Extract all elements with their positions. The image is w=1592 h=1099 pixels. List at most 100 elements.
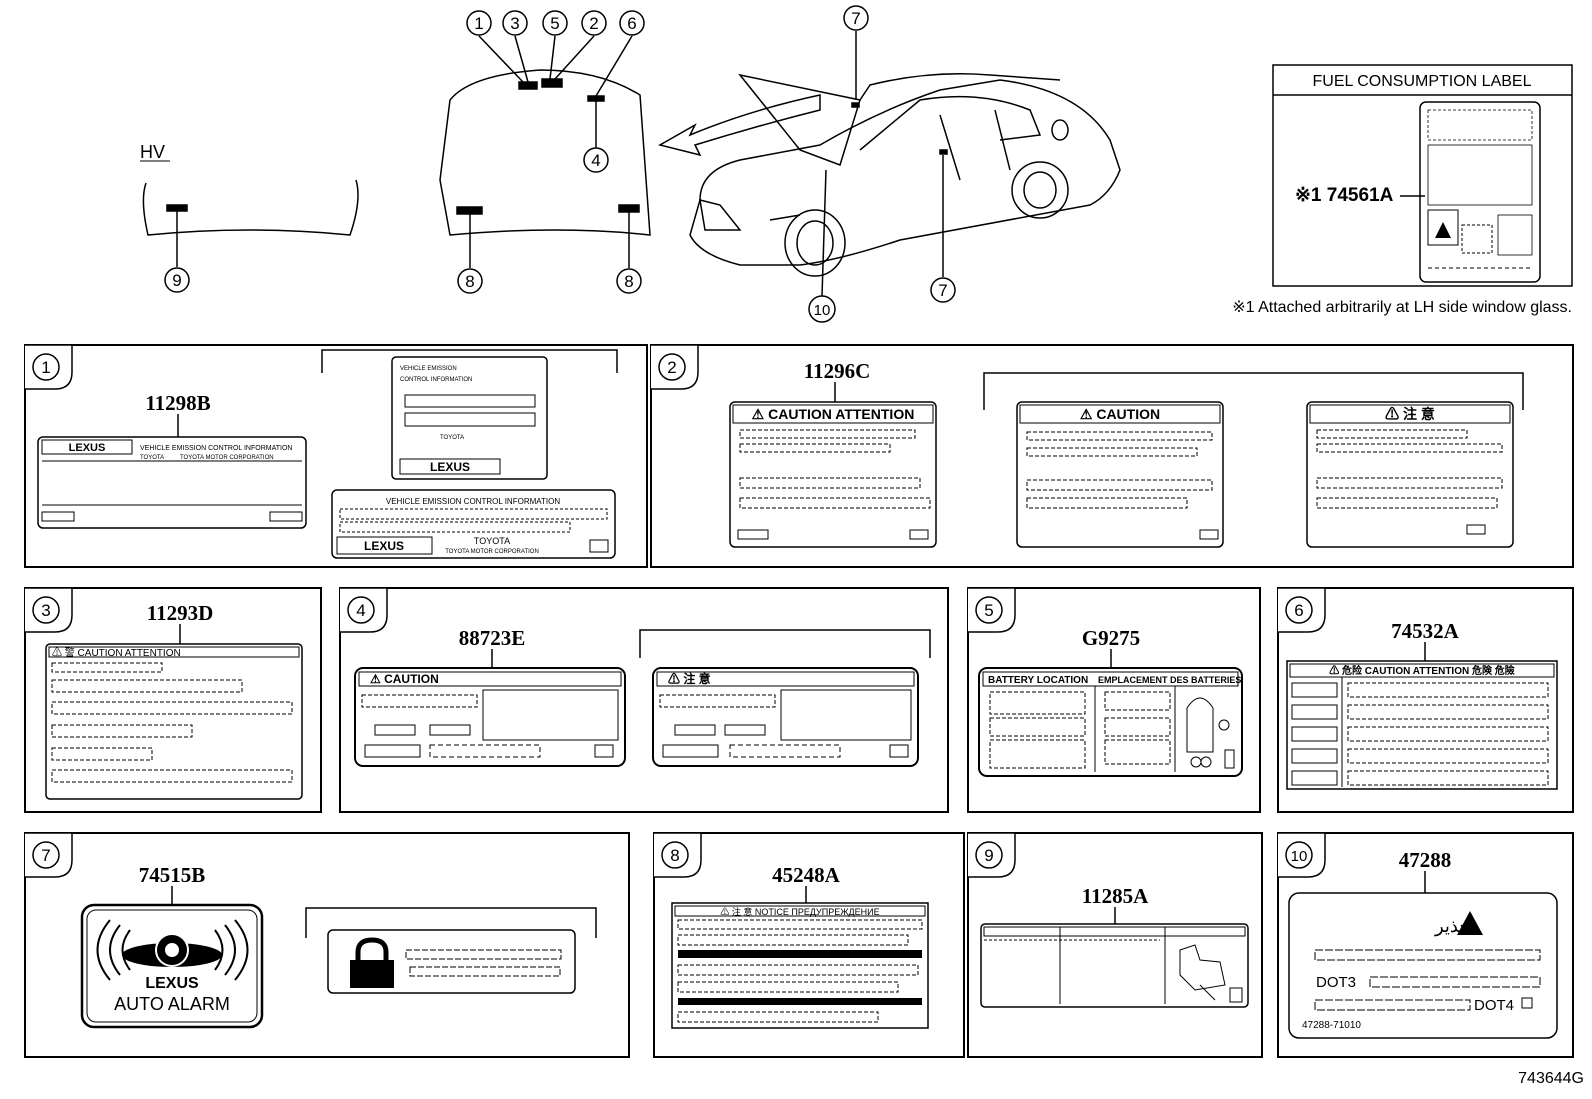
part-number-11298B: 11298B <box>145 391 210 415</box>
svg-text:3: 3 <box>510 14 519 33</box>
panel-10-tab: 10 <box>1278 832 1326 878</box>
svg-text:⚠ CAUTION: ⚠ CAUTION <box>370 672 439 686</box>
warning-triangle-icon <box>1457 911 1483 935</box>
panel-5-tab: 5 <box>968 587 1016 633</box>
svg-text:3: 3 <box>41 601 50 620</box>
car-markers <box>821 31 948 297</box>
svg-text:6: 6 <box>1294 601 1303 620</box>
svg-text:VEHICLE EMISSION CONTROL INFOR: VEHICLE EMISSION CONTROL INFORMATION <box>140 445 292 452</box>
panel-2-content: 11296C ⚠ CAUTION ATTENTION ⚠ CAUTION ⚠ 注… <box>729 359 1524 548</box>
callout-1-top: 1 <box>466 10 492 36</box>
panel-5-content: G9275 BATTERY LOCATION EMPLACEMENT DES B… <box>978 626 1243 777</box>
fuel-label-title: FUEL CONSUMPTION LABEL <box>1312 73 1531 90</box>
svg-text:8: 8 <box>465 272 474 291</box>
svg-text:TOYOTA: TOYOTA <box>474 536 510 546</box>
svg-text:⚠ 危险 CAUTION ATTENTION 危険 危險: ⚠ 危险 CAUTION ATTENTION 危険 危險 <box>1329 664 1515 677</box>
svg-text:6: 6 <box>627 14 636 33</box>
callout-7-car-side: 7 <box>930 277 956 303</box>
part-number-G9275: G9275 <box>1082 626 1140 650</box>
svg-text:DOT3: DOT3 <box>1316 974 1356 991</box>
fuel-label-part: ※1 74561A <box>1295 185 1394 206</box>
svg-text:8: 8 <box>624 272 633 291</box>
hood-callouts: 1 3 5 2 6 4 8 8 <box>457 10 645 294</box>
svg-text:TOYOTA MOTOR CORPORATION: TOYOTA MOTOR CORPORATION <box>445 549 539 555</box>
svg-text:⚠ CAUTION: ⚠ CAUTION <box>1080 406 1160 422</box>
car-illustration <box>689 73 1121 277</box>
panel-4-content: 88723E ⚠ CAUTION ⚠ 注 意 <box>354 626 931 767</box>
panel-frames <box>24 344 1574 1058</box>
panel-1-tab: 1 <box>25 344 73 390</box>
svg-text:9: 9 <box>172 271 181 290</box>
callout-8b-top: 8 <box>616 268 642 294</box>
part-number-11296C: 11296C <box>804 359 871 383</box>
part-number-74515B: 74515B <box>139 863 206 887</box>
svg-text:7: 7 <box>938 281 947 300</box>
svg-text:EMPLACEMENT DES BATTERIES: EMPLACEMENT DES BATTERIES <box>1098 675 1241 685</box>
part-number-11293D: 11293D <box>147 601 214 625</box>
panel-3-content: 11293D ⚠ 警 CAUTION ATTENTION <box>45 601 303 800</box>
callout-5-top: 5 <box>542 10 568 36</box>
svg-text:47288-71010: 47288-71010 <box>1302 1020 1361 1031</box>
panel-1-content: 11298B LEXUS VEHICLE EMISSION CONTROL IN… <box>37 349 618 559</box>
hv-bumper-view: HV <box>140 142 359 267</box>
panel-9-tab: 9 <box>968 832 1016 878</box>
part-number-45248A: 45248A <box>772 863 841 887</box>
svg-text:10: 10 <box>1291 848 1308 865</box>
callout-9-top: 9 <box>164 267 190 293</box>
footnote: ※1 Attached arbitrarily at LH side windo… <box>1232 299 1572 316</box>
svg-text:10: 10 <box>814 302 831 319</box>
panel-7-tab: 7 <box>25 832 73 878</box>
svg-text:TOYOTA MOTOR CORPORATION: TOYOTA MOTOR CORPORATION <box>180 455 274 461</box>
panel-2-tab: 2 <box>651 344 699 390</box>
svg-text:7: 7 <box>41 846 50 865</box>
callout-2-top: 2 <box>581 10 607 36</box>
panel-10-content: 47288 تحذير DOT3 DOT4 47288-71010 <box>1288 848 1558 1039</box>
lexus-logo-text: LEXUS <box>145 975 199 992</box>
part-number-47288: 47288 <box>1399 848 1452 872</box>
alarm-icon <box>96 919 249 981</box>
svg-text:1: 1 <box>41 358 50 377</box>
svg-text:⚠ 注 意: ⚠ 注 意 <box>1385 406 1435 422</box>
callout-4-top: 4 <box>583 147 609 173</box>
part-number-88723E: 88723E <box>459 626 526 650</box>
svg-text:⚠ 警 CAUTION ATTENTION: ⚠ 警 CAUTION ATTENTION <box>52 646 181 659</box>
svg-text:5: 5 <box>984 601 993 620</box>
callout-6-top: 6 <box>619 10 645 36</box>
hv-label: HV <box>140 142 165 162</box>
panel-3-tab: 3 <box>25 587 73 633</box>
panel-number-tabs: 1 2 3 4 5 6 7 8 9 10 <box>25 344 1326 878</box>
car-callouts: 7 7 10 <box>808 5 956 323</box>
svg-text:2: 2 <box>667 358 676 377</box>
svg-text:⚠ CAUTION ATTENTION: ⚠ CAUTION ATTENTION <box>752 406 915 422</box>
svg-text:9: 9 <box>984 846 993 865</box>
hood-view <box>439 35 651 268</box>
svg-text:⚠ 注 意: ⚠ 注 意 <box>668 671 711 686</box>
svg-text:1: 1 <box>474 14 483 33</box>
part-number-74532A: 74532A <box>1391 619 1460 643</box>
callout-7-car-top: 7 <box>843 5 869 31</box>
panel-6-tab: 6 <box>1278 587 1326 633</box>
panel-7-content: 74515B LEXUS AUTO ALARM <box>80 863 597 1029</box>
svg-text:VEHICLE EMISSION CONTROL INFOR: VEHICLE EMISSION CONTROL INFORMATION <box>386 497 560 506</box>
panel-8-tab: 8 <box>654 832 702 878</box>
svg-text:LEXUS: LEXUS <box>430 460 470 474</box>
panel-9-content: 11285A <box>980 884 1249 1008</box>
svg-text:BATTERY LOCATION: BATTERY LOCATION <box>988 675 1088 686</box>
svg-text:8: 8 <box>670 846 679 865</box>
callout-10-car: 10 <box>808 295 836 323</box>
diagram-code: 743644G <box>1518 1070 1584 1087</box>
panel-6-content: 74532A ⚠ 危险 CAUTION ATTENTION 危険 危險 <box>1286 619 1558 790</box>
part-number-11285A: 11285A <box>1082 884 1149 908</box>
auto-alarm-text: AUTO ALARM <box>114 994 230 1014</box>
fuel-consumption-label: FUEL CONSUMPTION LABEL ※1 74561A <box>1272 64 1573 287</box>
svg-text:2: 2 <box>589 14 598 33</box>
svg-text:TOYOTA: TOYOTA <box>440 435 464 441</box>
svg-text:5: 5 <box>550 14 559 33</box>
svg-text:7: 7 <box>851 9 860 28</box>
direction-arrow <box>658 94 821 157</box>
callout-3-top: 3 <box>502 10 528 36</box>
svg-text:LEXUS: LEXUS <box>364 539 404 553</box>
svg-text:LEXUS: LEXUS <box>69 442 106 454</box>
